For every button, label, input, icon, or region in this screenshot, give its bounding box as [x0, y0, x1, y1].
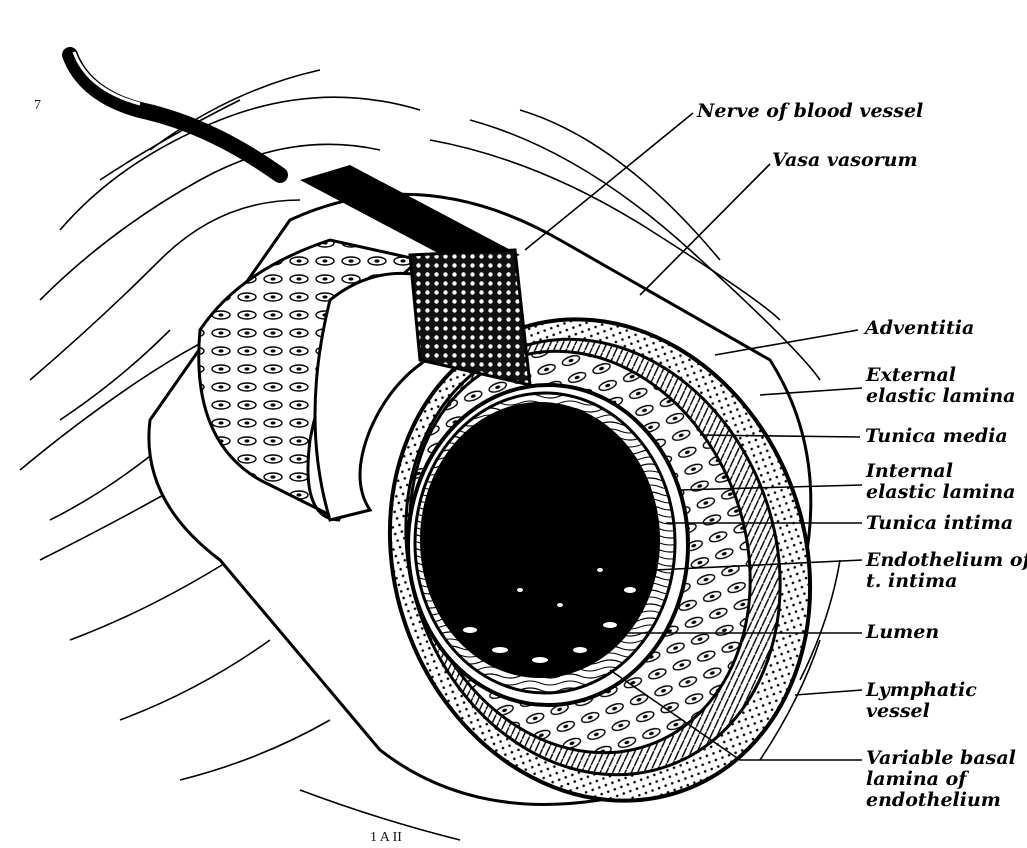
- label-line: Internal: [866, 461, 1015, 482]
- label-internal-elastic-lamina: Internal elastic lamina: [866, 461, 1015, 503]
- corner-mark-bottom: 1 A II: [370, 830, 402, 846]
- label-tunica-intima: Tunica intima: [866, 513, 1013, 534]
- label-variable-basal-lamina: Variable basal lamina of endothelium: [866, 748, 1016, 811]
- label-line: t. intima: [866, 571, 1027, 592]
- label-line: elastic lamina: [866, 386, 1015, 407]
- label-line: endothelium: [866, 790, 1016, 811]
- label-lumen: Lumen: [866, 622, 939, 643]
- label-line: vessel: [866, 701, 977, 722]
- label-line: elastic lamina: [866, 482, 1015, 503]
- label-nerve-of-blood-vessel: Nerve of blood vessel: [697, 101, 923, 122]
- label-line: Variable basal: [866, 748, 1016, 769]
- label-vasa-vasorum: Vasa vasorum: [772, 150, 918, 171]
- label-line: Endothelium of: [866, 550, 1027, 571]
- label-endothelium-of-t-intima: Endothelium of t. intima: [866, 550, 1027, 592]
- label-line: Lymphatic: [866, 680, 977, 701]
- label-line: lamina of: [866, 769, 1016, 790]
- label-line: External: [866, 365, 1015, 386]
- label-tunica-media: Tunica media: [865, 426, 1008, 447]
- label-lymphatic-vessel: Lymphatic vessel: [866, 680, 977, 722]
- label-adventitia: Adventitia: [865, 318, 974, 339]
- corner-mark-top-left: 7: [34, 98, 41, 114]
- lumen: [420, 402, 660, 678]
- nerve: [70, 55, 280, 175]
- label-external-elastic-lamina: External elastic lamina: [866, 365, 1015, 407]
